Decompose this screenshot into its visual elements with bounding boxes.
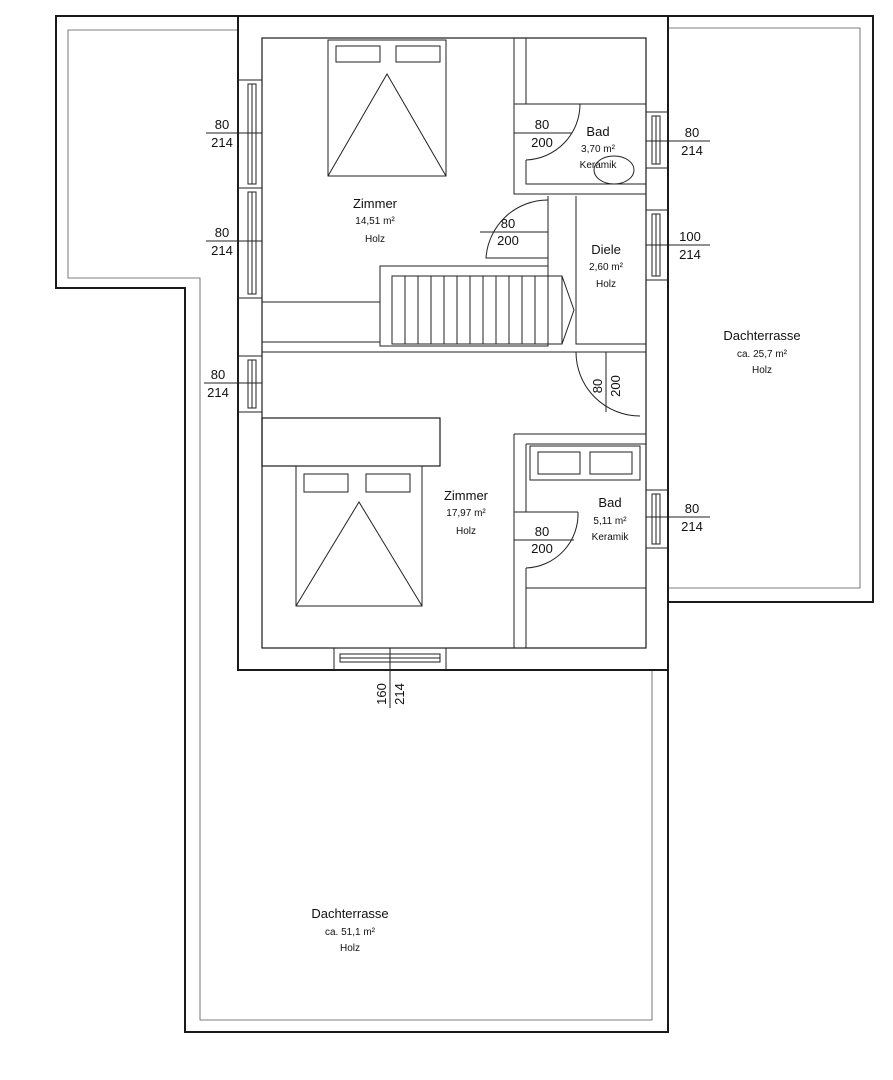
dim-height: 214 [679,247,701,262]
door-zimmer-top [485,199,549,259]
dim-width: 80 [535,117,549,132]
room-material: Holz [596,279,616,290]
room-area: ca. 25,7 m² [737,349,788,360]
window-left-1 [237,79,263,189]
dim-height: 200 [531,135,553,150]
room-label-terrasse-right: Dachterrasse ca. 25,7 m² Holz [723,328,800,376]
dim-door-bad-top: 80 200 [514,117,572,150]
dim-width: 80 [215,117,229,132]
window-left-3 [237,355,263,413]
room-material: Keramik [580,160,618,171]
room-material: Keramik [592,532,630,543]
room-name: Zimmer [444,488,489,503]
room-area: 5,11 m² [593,516,627,527]
dim-door-bad-bottom: 80 200 [514,524,574,556]
dim-height: 200 [497,233,519,248]
dim-width: 80 [685,501,699,516]
dim-door-diele: 80 200 [590,352,623,412]
dim-window-left-3: 80 214 [204,367,262,400]
dim-width: 80 [215,225,229,240]
room-label-terrasse-bottom: Dachterrasse ca. 51,1 m² Holz [311,906,388,954]
room-label-zimmer-bottom: Zimmer 17,97 m² Holz [444,488,489,537]
window-right-1 [645,111,669,169]
room-name: Dachterrasse [311,906,388,921]
dim-width: 80 [535,524,549,539]
dim-height: 200 [531,541,553,556]
room-label-bad-bottom: Bad 5,11 m² Keramik [592,495,630,543]
dim-window-left-2: 80 214 [206,225,262,258]
dim-width: 80 [685,125,699,140]
dim-window-right-1: 80 214 [646,125,710,158]
window-left-2 [237,187,263,299]
room-name: Bad [586,124,609,139]
dim-width: 80 [590,379,605,393]
building-outer-wall [237,15,669,671]
dim-height: 214 [211,243,233,258]
door-bad-bottom [514,511,579,569]
dim-window-left-1: 80 214 [206,117,262,150]
room-name: Diele [591,242,621,257]
dim-door-zimmer-top: 80 200 [480,216,548,248]
dim-height: 214 [211,135,233,150]
room-name: Dachterrasse [723,328,800,343]
room-label-diele: Diele 2,60 m² Holz [589,242,624,290]
room-name: Zimmer [353,196,398,211]
room-material: Holz [456,526,476,537]
room-area: 17,97 m² [446,508,486,519]
roof-terrace-right-outline [668,15,874,603]
dim-height: 214 [681,143,703,158]
room-material: Holz [365,234,385,245]
room-material: Holz [752,365,772,376]
door-diele [575,351,641,417]
room-area: ca. 51,1 m² [325,927,376,938]
dim-window-bottom: 160 214 [374,648,407,708]
dim-width: 160 [374,683,389,705]
room-name: Bad [598,495,621,510]
dim-height: 214 [207,385,229,400]
dim-width: 80 [501,216,515,231]
dim-width: 80 [211,367,225,382]
room-area: 3,70 m² [581,144,616,155]
room-label-zimmer-top: Zimmer 14,51 m² Holz [353,196,398,245]
dim-width: 100 [679,229,701,244]
double-bed-bottom [295,465,423,607]
door-bad-top [514,103,581,161]
staircase [379,265,575,347]
room-area: 2,60 m² [589,262,624,273]
dim-height: 214 [681,519,703,534]
window-right-3 [645,489,669,549]
wardrobe-built-in [261,417,441,467]
dim-window-right-3: 80 214 [646,501,710,534]
room-area: 14,51 m² [355,216,395,227]
double-bed-top [327,39,447,177]
bathtub-bottom [529,445,641,481]
dim-height: 200 [608,375,623,397]
room-material: Holz [340,943,360,954]
roof-terrace-bottom-outline [55,15,669,1033]
dim-height: 214 [392,683,407,705]
room-label-bad-top: Bad 3,70 m² Keramik [580,124,618,171]
dim-window-right-2: 100 214 [646,229,710,262]
shower-tray-top [593,155,635,185]
